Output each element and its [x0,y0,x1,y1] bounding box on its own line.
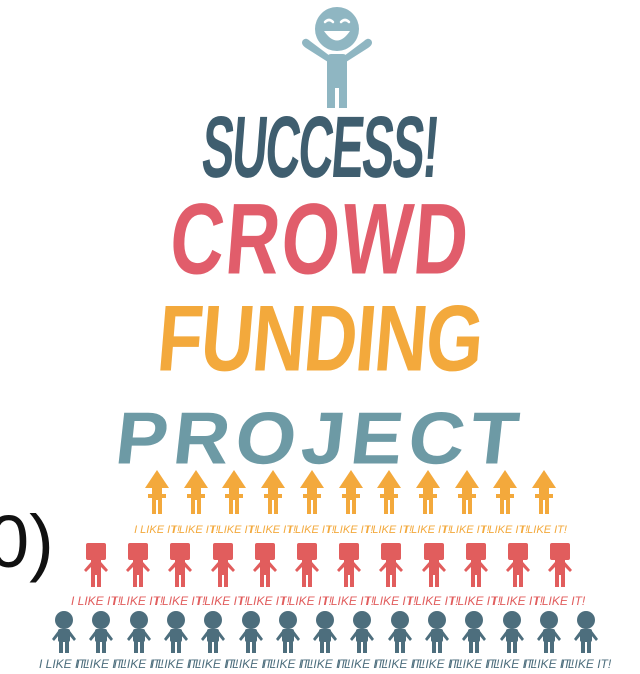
box-head-person-icon [336,543,362,587]
like-label: I LIKE IT! [288,524,335,536]
arrow-person-icon [454,470,479,514]
box-head-person-icon [463,543,489,587]
arrow-person-icon [377,470,402,514]
box-head-person-icon [294,543,320,587]
round-head-person-icon [349,611,375,653]
arrow-person-icon [183,470,208,514]
like-label: I LIKE IT! [188,657,239,671]
like-label: I LIKE IT! [408,594,459,608]
arrow-person-icon [145,470,169,514]
round-head-person-icon [312,611,338,653]
arrow-person-icon [493,470,518,514]
stray-text: 0) [0,500,54,583]
like-label: I LIKE IT! [327,524,374,536]
round-head-person-icon [88,611,114,653]
like-label: I LIKE IT! [366,594,417,608]
box-head-person-icon [83,543,109,587]
like-label: I LIKE IT! [300,657,351,671]
like-label: I LIKE IT! [225,657,276,671]
round-head-person-icon [387,611,413,653]
round-head-person-icon [238,611,264,653]
arrow-person-icon [299,470,324,514]
round-head-person-icon [461,611,487,653]
like-label: I LIKE IT! [411,657,463,671]
like-label: I LIKE IT! [404,524,451,536]
round-head-person-icon [275,611,301,653]
round-head-person-icon [51,611,77,653]
box-head-person-icon [421,543,447,587]
like-label: I LIKE IT! [337,657,388,671]
like-label: I LIKE IT! [197,594,248,608]
round-head-person-icon [126,611,152,653]
like-label: I LIKE IT! [366,524,413,536]
box-head-person-icon [547,543,573,587]
like-label: I LIKE IT! [521,524,567,536]
box-head-person-icon [125,543,151,587]
title-crowd: CROWD [166,183,474,296]
box-head-person-icon [167,543,193,587]
round-head-person-icon [163,611,189,653]
box-head-person-icon [378,543,404,587]
like-label: I LIKE IT! [492,594,544,608]
title-success: SUCCESS! [198,97,442,197]
like-label: I LIKE IT! [250,524,297,536]
like-label: I LIKE IT! [155,594,206,608]
box-head-person-icon [252,543,278,587]
like-label: I LIKE IT! [70,594,122,608]
round-head-person-icon [499,611,525,653]
like-label: I LIKE IT! [172,524,219,536]
like-label: I LIKE IT! [150,657,201,671]
like-label: I LIKE IT! [486,657,537,671]
like-label: I LIKE IT! [443,524,490,536]
like-label: I LIKE IT! [76,657,127,671]
like-label: I LIKE IT! [281,594,333,608]
like-label: I LIKE IT! [450,594,501,608]
like-label: I LIKE IT! [449,657,500,671]
arrow-person-icon [261,470,286,514]
like-label: I LIKE IT! [324,594,375,608]
like-label: I LIKE IT! [374,657,425,671]
like-label: I LIKE IT! [535,594,586,608]
title-project: PROJECT [111,397,529,480]
like-label: I LIKE IT! [239,594,290,608]
arrow-person-icon [222,470,247,514]
smiling-person-arms-raised-icon [302,7,372,108]
like-label: I LIKE IT! [482,524,529,536]
arrow-person-icon [338,470,363,514]
like-label: I LIKE IT! [523,657,574,671]
round-head-person-icon [573,611,599,653]
box-head-person-icon [210,543,236,587]
like-label: I LIKE IT! [134,524,180,536]
like-label: I LIKE IT! [38,657,90,671]
round-head-person-icon [536,611,562,653]
title-funding: FUNDING [153,286,487,392]
arrow-person-icon [415,470,440,514]
like-label: I LIKE IT! [262,657,313,671]
arrow-person-icon [532,470,556,514]
round-head-person-icon [424,611,450,653]
like-label: I LIKE IT! [113,594,164,608]
like-label: I LIKE IT! [211,524,258,536]
like-label: I LIKE IT! [561,657,612,671]
box-head-person-icon [505,543,531,587]
like-label: I LIKE IT! [113,657,164,671]
round-head-person-icon [200,611,226,653]
